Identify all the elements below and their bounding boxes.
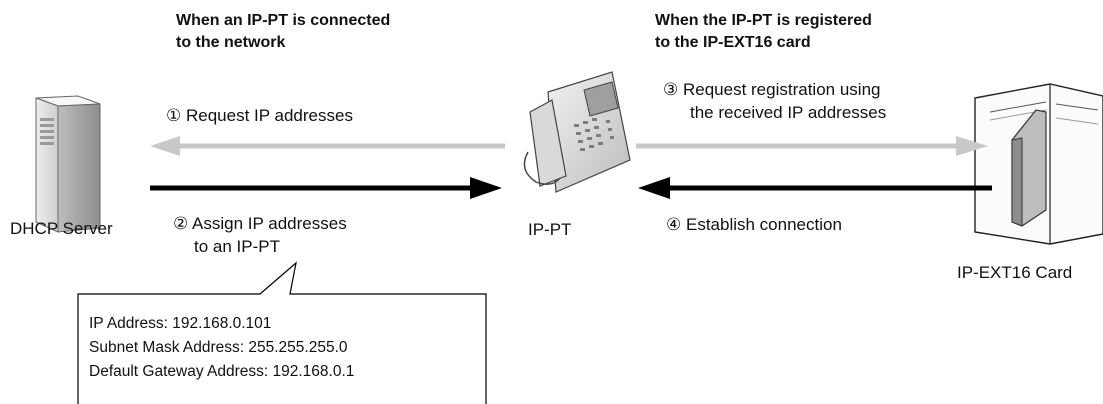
callout-subnet-mask: Subnet Mask Address: 255.255.255.0 xyxy=(89,339,348,356)
step-4-text: Establish connection xyxy=(685,215,842,234)
step-3-text-line2: the received IP addresses xyxy=(690,103,887,122)
step-3-text-line1: Request registration using xyxy=(682,80,881,99)
ip-phone-icon xyxy=(523,71,631,193)
ip-ext16-card-icon xyxy=(974,83,1103,245)
step-4-label: ④ Establish connection xyxy=(666,213,842,236)
heading-registered-line2: to the IP-EXT16 card xyxy=(655,34,811,51)
step-2-label: ② Assign IP addresses xyxy=(173,212,347,235)
step-2-text-line2: to an IP-PT xyxy=(194,237,280,256)
step-3-number: ③ xyxy=(663,80,679,99)
step-2-text-line1: Assign IP addresses xyxy=(192,214,347,233)
heading-registered-line1: When the IP-PT is registered xyxy=(655,12,872,29)
arrow-4-establish-connection xyxy=(638,177,992,199)
step-4-number: ④ xyxy=(666,215,682,234)
callout-ip-address: IP Address: 192.168.0.101 xyxy=(89,315,272,332)
ip-pt-label: IP-PT xyxy=(528,220,572,239)
step-1-text: Request IP addresses xyxy=(185,106,353,125)
dhcp-server-icon xyxy=(35,95,101,233)
callout-box xyxy=(77,261,487,404)
callout-default-gateway: Default Gateway Address: 192.168.0.1 xyxy=(89,363,355,380)
arrow-3-request-registration xyxy=(636,136,988,156)
step-1-number: ① xyxy=(166,106,182,125)
arrow-1-request-ip xyxy=(150,136,505,156)
arrow-2-assign-ip xyxy=(150,177,502,199)
step-2-number: ② xyxy=(173,214,189,233)
heading-connected-line1: When an IP-PT is connected xyxy=(176,12,391,29)
heading-connected-line2: to the network xyxy=(176,34,286,51)
step-3-label: ③ Request registration using xyxy=(663,78,881,101)
ip-ext16-card-label: IP-EXT16 Card xyxy=(957,263,1073,282)
step-1-label: ① Request IP addresses xyxy=(166,104,353,127)
dhcp-server-label: DHCP Server xyxy=(10,219,113,238)
